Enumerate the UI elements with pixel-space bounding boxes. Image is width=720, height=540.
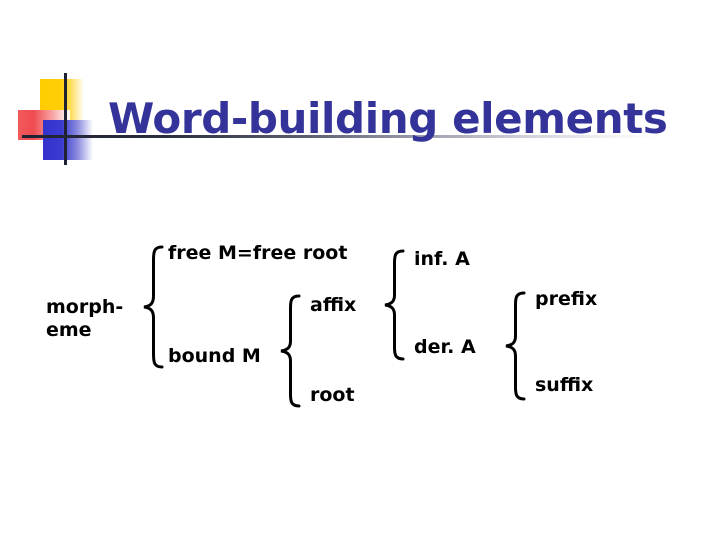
horizontal-rule bbox=[22, 135, 660, 138]
node-affix: affix bbox=[310, 294, 357, 316]
brace-derivational-affix bbox=[502, 290, 528, 402]
node-derivational-affix: der. A bbox=[414, 336, 476, 358]
brace-morpheme bbox=[140, 244, 166, 370]
node-free-root: free M=free root bbox=[168, 242, 348, 264]
brace-bound-m bbox=[277, 293, 303, 409]
page-title: Word-building elements bbox=[108, 94, 668, 144]
brace-affix bbox=[381, 248, 407, 362]
node-inflectional-affix: inf. A bbox=[414, 248, 470, 270]
vertical-rule-icon bbox=[64, 73, 67, 165]
node-morpheme-line2: eme bbox=[46, 319, 92, 341]
decorative-logo bbox=[18, 65, 114, 165]
node-prefix: prefix bbox=[535, 288, 598, 310]
node-morpheme-line1: morph- bbox=[46, 296, 124, 318]
node-root: root bbox=[310, 384, 355, 406]
node-suffix: suffix bbox=[535, 374, 594, 396]
node-bound-m: bound M bbox=[168, 345, 261, 367]
title-block: Word-building elements bbox=[0, 55, 720, 170]
blue-square-icon bbox=[43, 120, 93, 160]
node-morpheme: morph-eme bbox=[46, 296, 123, 342]
